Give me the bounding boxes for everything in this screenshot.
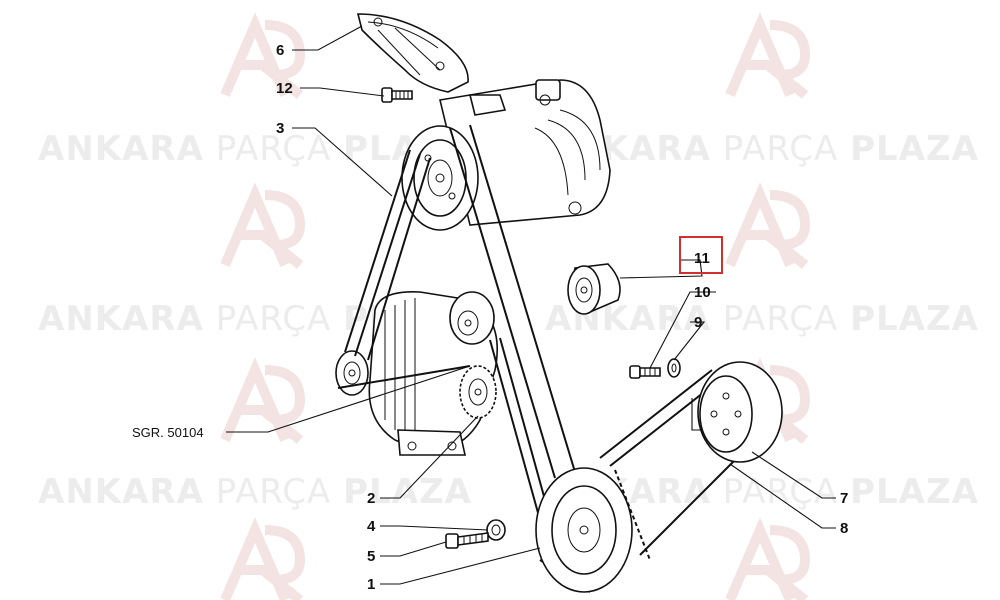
belt-tensioner bbox=[449, 291, 495, 345]
watermark-logo bbox=[725, 12, 811, 99]
watermark-brand-b: PARÇA bbox=[723, 472, 839, 512]
highlight-box bbox=[679, 236, 723, 274]
watermark-logo bbox=[725, 517, 811, 600]
watermark-brand-c: PLAZA bbox=[850, 129, 979, 169]
highlight-part-11: 11 bbox=[679, 236, 723, 274]
watermark-brand-b: PARÇA bbox=[216, 472, 332, 512]
label-part-8: 8 bbox=[840, 520, 848, 537]
watermark-logo bbox=[220, 182, 306, 269]
part-7-pulley bbox=[697, 361, 783, 463]
part-9-washer bbox=[667, 358, 681, 378]
watermark-brand-a: ANKARA bbox=[545, 299, 711, 339]
svg-text:ANKARA PARÇA PLAZA: ANKARA PARÇA PLAZA bbox=[545, 299, 979, 339]
ac-compressor bbox=[439, 79, 611, 226]
watermark-logo bbox=[220, 517, 306, 600]
part-11-idler-pulley bbox=[567, 263, 621, 315]
watermark-brand-c: PLAZA bbox=[850, 299, 979, 339]
label-part-6: 6 bbox=[276, 42, 284, 59]
part-12-bolt bbox=[381, 87, 413, 103]
watermark-brand-a: ANKARA bbox=[38, 129, 204, 169]
watermark-brand-b: PARÇA bbox=[216, 129, 332, 169]
part-6-belt-guide bbox=[356, 13, 469, 93]
ac-pulley bbox=[401, 125, 479, 231]
part-4-nut bbox=[486, 519, 506, 541]
watermark-logo bbox=[220, 12, 306, 99]
label-part-10: 10 bbox=[694, 284, 711, 301]
part-10-bolt bbox=[629, 365, 661, 379]
label-part-7: 7 bbox=[840, 490, 848, 507]
watermark-brand-a: ANKARA bbox=[38, 472, 204, 512]
part-1-belt bbox=[449, 124, 591, 593]
label-part-2: 2 bbox=[367, 490, 375, 507]
watermark-brand-b: PARÇA bbox=[723, 299, 839, 339]
label-part-4: 4 bbox=[367, 518, 376, 535]
label-part-5: 5 bbox=[367, 548, 375, 565]
watermark-brand-b: PARÇA bbox=[723, 129, 839, 169]
label-part-12: 12 bbox=[276, 80, 293, 97]
label-part-9: 9 bbox=[694, 314, 702, 331]
svg-text:ANKARA PARÇA PLAZA: ANKARA PARÇA PLAZA bbox=[38, 472, 472, 512]
leader-lines bbox=[226, 25, 836, 585]
part-5-bolt bbox=[445, 532, 489, 549]
watermark-logo bbox=[725, 182, 811, 269]
part-3-belt bbox=[337, 149, 471, 389]
crankshaft-pulley bbox=[535, 467, 633, 593]
watermark-brand-a: ANKARA bbox=[38, 299, 204, 339]
watermark-brand-b: PARÇA bbox=[216, 299, 332, 339]
watermark-logo bbox=[220, 357, 306, 444]
part-2-idler-pulley bbox=[459, 365, 497, 419]
watermark-brand-c: PLAZA bbox=[343, 472, 472, 512]
svg-text:ANKARA PARÇA PLAZA: ANKARA PARÇA PLAZA bbox=[545, 129, 979, 169]
label-part-11: 11 bbox=[694, 250, 710, 267]
svg-text:ANKARA PARÇA PLAZA: ANKARA PARÇA PLAZA bbox=[545, 472, 979, 512]
label-group-ref: SGR. 50104 bbox=[132, 425, 204, 440]
label-part-1: 1 bbox=[367, 576, 375, 593]
watermark-brand-c: PLAZA bbox=[850, 472, 979, 512]
watermark-logos bbox=[220, 12, 811, 600]
timing-belt-teeth bbox=[614, 469, 651, 561]
label-part-3: 3 bbox=[276, 120, 284, 137]
